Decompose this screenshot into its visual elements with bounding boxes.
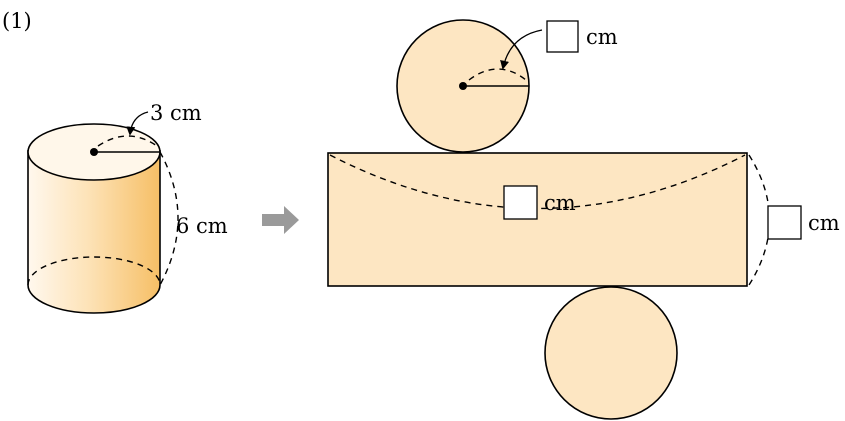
rect-width-unit: cm	[544, 191, 576, 215]
problem-label: (1)	[2, 9, 32, 33]
height-label: 6 cm	[176, 214, 228, 238]
radius-label: 3 cm	[150, 101, 202, 125]
right-arrow-icon	[262, 206, 299, 234]
cylinder-height-dashed-arc	[159, 151, 179, 286]
cylinder-net: cm cm cm	[327, 19, 840, 420]
net-top-radius-dashed-arc	[468, 68, 527, 81]
radius-pointer-arrow	[126, 111, 149, 136]
cylinder-bottom-hidden-arc	[27, 256, 161, 286]
rect-width-answer-box	[503, 185, 538, 220]
cylinder-side	[28, 150, 160, 313]
top-radius-answer-box	[546, 20, 579, 53]
rect-height-unit: cm	[808, 211, 840, 235]
net-bottom-circle	[544, 286, 678, 420]
top-radius-pointer-arrow	[500, 29, 543, 70]
cylinder-radius-dashed-arc	[97, 135, 158, 147]
cylinder-bottom-front-arc	[27, 284, 161, 314]
top-radius-unit: cm	[586, 25, 618, 49]
rect-height-answer-box	[767, 205, 802, 240]
rect-height-dashed-arc	[748, 154, 771, 286]
cylinder: 3 cm 6 cm	[27, 101, 228, 314]
